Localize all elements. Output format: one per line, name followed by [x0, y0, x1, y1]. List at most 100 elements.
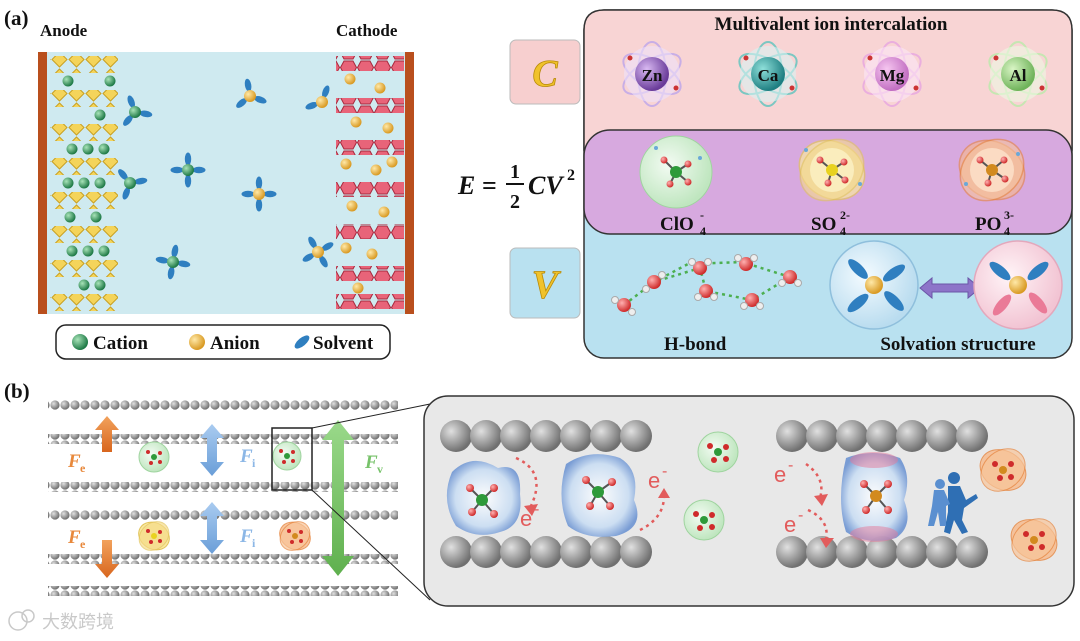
zoom-selection-box — [271, 427, 313, 491]
svg-text:-: - — [534, 501, 539, 518]
svg-text:4: 4 — [700, 224, 706, 238]
svg-text:C: C — [532, 53, 558, 95]
zoom-line-top — [311, 403, 431, 429]
svg-text:v: v — [377, 462, 383, 476]
svg-text:1: 1 — [510, 161, 520, 183]
solvation-label: Solvation structure — [880, 334, 1035, 355]
ca-ion: Ca — [738, 41, 798, 107]
svg-text:V: V — [532, 262, 562, 307]
c-badge: C — [509, 39, 581, 105]
watermark-logo-icon — [8, 611, 28, 631]
electron-label-1: e — [520, 506, 532, 531]
legend-box — [55, 324, 391, 360]
cation-legend-icon — [72, 334, 88, 350]
zn-ion: Zn — [622, 41, 682, 107]
solvation-sphere-left — [829, 240, 919, 330]
electron-label-2: e — [648, 468, 660, 493]
anode-cations — [62, 75, 116, 291]
pushing-person-icon — [928, 472, 978, 534]
v-badge: V — [509, 247, 581, 319]
anion-label-so4: SO 4 2- — [811, 208, 850, 238]
panel-a-label: (a) — [4, 6, 29, 30]
anion-legend-icon — [189, 334, 205, 350]
cathode-label: Cathode — [336, 21, 398, 40]
fe-arrow-down — [95, 540, 119, 578]
legend-anion: Anion — [210, 333, 260, 354]
solvent-legend-icon — [294, 335, 310, 349]
electron-path-1 — [515, 456, 538, 509]
fi-label-upper: F — [239, 446, 253, 467]
svg-text:PO: PO — [975, 214, 1001, 235]
solvated-cation — [170, 152, 206, 188]
svg-text:2: 2 — [567, 167, 575, 184]
multivalent-title: Multivalent ion intercalation — [715, 14, 948, 35]
battery-cell — [38, 52, 414, 314]
svg-text:e: e — [80, 461, 86, 475]
solvated-cation — [116, 167, 148, 201]
inset-clo4-free-a — [697, 431, 739, 473]
fi-label-lower: F — [239, 526, 253, 547]
anion-label-po4: PO 4 3- — [975, 208, 1014, 238]
gallery-clo4-b — [272, 441, 302, 471]
svg-text:Al: Al — [1010, 66, 1027, 85]
legend: Cation Anion Solvent — [55, 324, 391, 360]
anode-current-collector — [38, 52, 47, 314]
electron-arrowhead-4 — [820, 538, 834, 548]
electron-path-2 — [639, 495, 666, 532]
electron-path-4 — [807, 508, 828, 541]
fe-label-upper: F — [67, 451, 81, 472]
anode-layers — [50, 56, 118, 311]
electron-arrowhead-2 — [658, 488, 670, 498]
clo4-molecule — [639, 135, 713, 209]
inset-top-layer-left — [440, 420, 652, 452]
inset-po4-free-b — [1010, 518, 1058, 562]
electron-path-3 — [805, 462, 823, 499]
svg-text:=: = — [482, 171, 497, 200]
fe-arrow-up — [95, 416, 119, 452]
solvated-anion — [241, 176, 277, 212]
al-ion: Al — [988, 41, 1048, 107]
anode-label: Anode — [40, 21, 88, 40]
cathode-current-collector — [405, 52, 414, 314]
fv-arrow — [322, 420, 354, 576]
svg-text:4: 4 — [840, 224, 846, 238]
electron-label-3: e — [774, 462, 786, 487]
electron-arrowhead-3 — [814, 494, 828, 506]
watermark-text: 大数跨境 — [42, 612, 114, 633]
svg-text:-: - — [700, 208, 704, 222]
so4-molecule — [798, 138, 866, 202]
svg-text:Zn: Zn — [642, 66, 663, 85]
legend-cation: Cation — [93, 333, 148, 354]
svg-text:-: - — [662, 463, 667, 480]
svg-text:3-: 3- — [1004, 208, 1014, 222]
hbond-label: H-bond — [664, 334, 727, 355]
svg-text:-: - — [788, 457, 793, 474]
svg-text:-: - — [798, 507, 803, 524]
mg-ion: Mg — [862, 41, 922, 107]
solvated-cation — [155, 244, 191, 280]
watermark: 大数跨境 — [8, 609, 114, 633]
zoom-line-bottom — [311, 489, 431, 601]
charge-blob-3 — [841, 452, 908, 542]
charge-blob-1 — [446, 460, 521, 535]
inset-po4-free-a — [979, 448, 1027, 492]
fi-arrow-upper — [200, 424, 224, 476]
solvation-sphere-right — [973, 240, 1063, 330]
inset-clo4-free-b — [683, 499, 725, 541]
electron-label-4: e — [784, 512, 796, 537]
svg-text:i: i — [252, 536, 256, 550]
solvated-cation — [121, 94, 153, 128]
gallery-clo4-a — [138, 441, 170, 473]
po4-molecule — [958, 138, 1026, 202]
svg-text:Mg: Mg — [880, 66, 905, 85]
svg-text:ClO: ClO — [660, 214, 694, 235]
svg-text:i: i — [252, 456, 256, 470]
panel-b-label: (b) — [4, 379, 30, 403]
solvated-anion — [304, 84, 331, 111]
inset-bottom-layer-right — [776, 536, 988, 568]
electron-arrowhead-1 — [524, 504, 538, 516]
inset-top-layer-right — [776, 420, 988, 452]
solvated-anion — [234, 78, 268, 110]
h-bond-network — [611, 254, 802, 316]
